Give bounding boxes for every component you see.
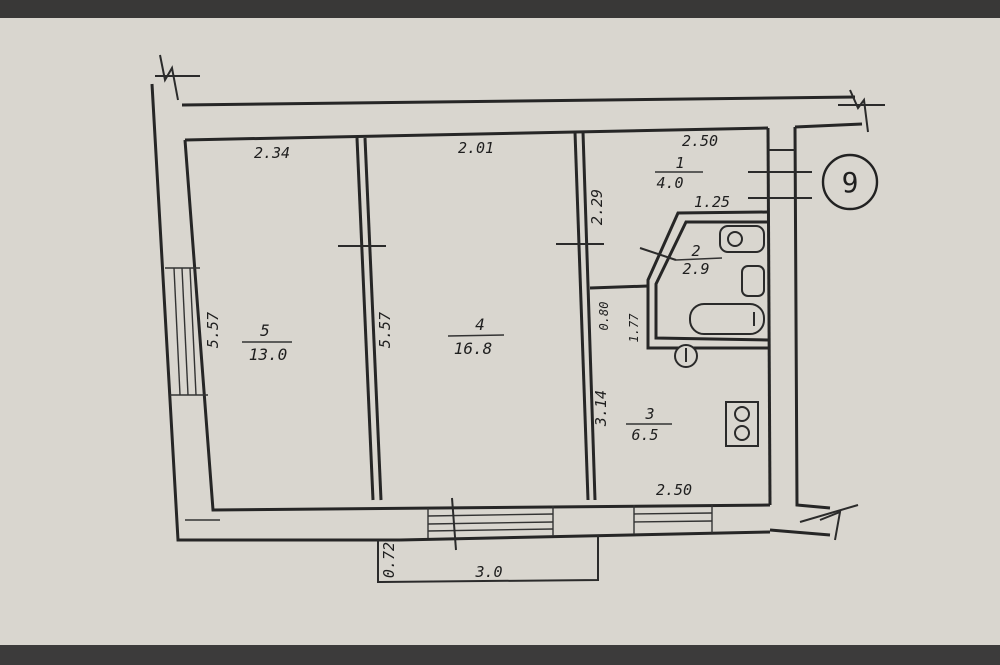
bathtub	[689, 303, 765, 335]
room-1-number: 1	[675, 154, 684, 172]
outer-wall-top	[181, 95, 856, 107]
room-4-area: 16.8	[454, 339, 493, 358]
apartment-number-badge: 9	[821, 153, 879, 211]
dim-room1-width: 2.50	[682, 132, 718, 150]
room-5-area: 13.0	[249, 345, 288, 364]
dim-bath-door: 0.80	[597, 302, 611, 331]
room-3-number: 3	[644, 405, 654, 423]
inner-wall-left-bottom	[183, 139, 771, 512]
outer-wall-bottom	[399, 530, 771, 542]
bathroom-wall-inner	[654, 220, 769, 342]
windows	[165, 267, 713, 551]
break-mark-bottom-right	[819, 510, 842, 541]
dim-room4-width: 2.01	[458, 139, 494, 157]
window-left	[165, 267, 208, 396]
room-2-number: 2	[691, 242, 700, 260]
room-1-label: 1 4.0	[655, 154, 703, 192]
room-4-label: 4 16.8	[447, 315, 505, 358]
dim-balcony-depth: 0.72	[380, 542, 398, 578]
outer-wall-right-top	[794, 122, 863, 129]
room-3-area: 6.5	[631, 426, 658, 444]
partition-room5-room4	[355, 137, 375, 501]
window-bottom-2	[633, 504, 713, 534]
dim-kitchen-width: 2.50	[656, 481, 692, 499]
balcony	[377, 535, 599, 584]
photo-edge-bottom	[0, 645, 1000, 665]
photo-edge-top	[0, 0, 1000, 18]
bathroom-corridor-wall	[589, 284, 649, 290]
outer-wall-bottom-right	[769, 528, 831, 537]
inner-wall-top	[184, 126, 769, 142]
window-bottom-1	[427, 506, 554, 538]
dim-kitchen-depth: 3.14	[592, 390, 610, 427]
dim-room5-length: 5.57	[204, 312, 222, 348]
break-mark-top-left	[159, 54, 179, 101]
room-2-fraction-bar	[675, 257, 723, 261]
room-1-area: 4.0	[656, 174, 683, 192]
dim-bathroom-width: 1.25	[694, 193, 730, 211]
room-3-label: 3 6.5	[626, 405, 672, 444]
dim-room5-width: 2.34	[254, 144, 290, 162]
apartment-number-circle	[821, 153, 879, 211]
room-4-number: 4	[475, 315, 485, 334]
partitions	[338, 131, 812, 501]
stove	[725, 401, 759, 447]
room-5-label: 5 13.0	[242, 321, 292, 364]
room-2-label: 2 2.9	[675, 242, 723, 278]
dim-room4-length: 5.57	[376, 312, 394, 348]
bathroom	[589, 210, 769, 368]
room-5-number: 5	[260, 321, 270, 340]
dim-room1-depth: 2.29	[588, 189, 606, 225]
dim-balcony-width: 3.0	[474, 563, 502, 581]
room-2-area: 2.9	[682, 260, 709, 278]
partition-room5-room4-b	[363, 137, 383, 501]
balcony-outline	[377, 535, 599, 584]
outer-wall-right	[793, 126, 831, 510]
outer-walls	[150, 54, 885, 542]
partition-room4-hall	[573, 131, 590, 501]
balcony-door-tick	[451, 497, 457, 551]
outer-wall-left	[150, 83, 400, 542]
apartment-number: 9	[842, 166, 859, 199]
stove-burner-2	[734, 425, 750, 441]
bathroom-door-tick	[639, 247, 677, 261]
dim-bath-side: 1.77	[627, 313, 641, 343]
room-4-fraction-bar	[447, 334, 505, 337]
stove-burner-1	[734, 406, 750, 422]
partition-room4-hall-b	[581, 131, 597, 501]
sink	[741, 265, 765, 297]
toilet-bowl	[727, 231, 743, 247]
inner-wall-right	[766, 127, 772, 506]
break-line-bottom-right	[799, 504, 859, 523]
